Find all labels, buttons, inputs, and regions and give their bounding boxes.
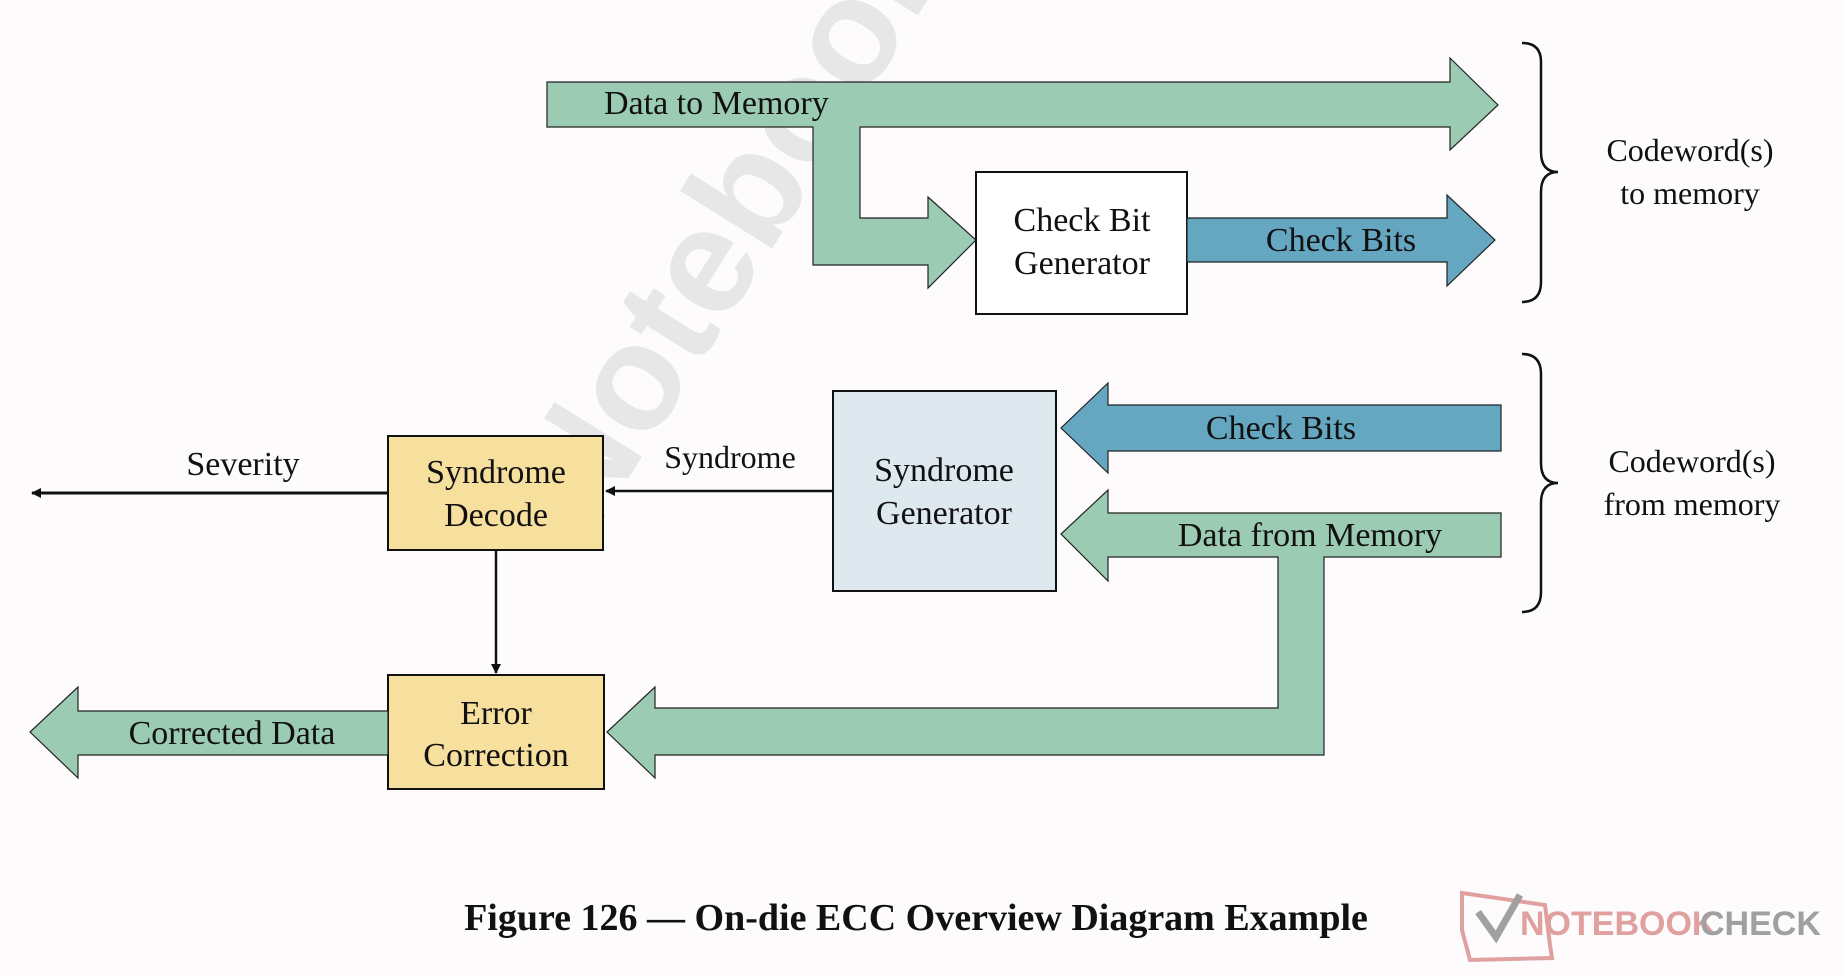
- syndrome-generator-label-2: Generator: [876, 495, 1013, 532]
- data-to-memory-arrow: [546, 56, 1499, 290]
- syndrome-generator-label-1: Syndrome: [874, 452, 1014, 489]
- codewords-from-memory-label-2: from memory: [1604, 486, 1781, 522]
- error-correction-box: [387, 674, 605, 790]
- syndrome-generator-box: [832, 390, 1057, 592]
- check-bit-generator-label-2: Generator: [1014, 245, 1151, 282]
- check-bit-generator-box: [975, 171, 1188, 315]
- laptop-icon: [1460, 890, 1555, 963]
- severity-label: Severity: [186, 446, 299, 483]
- codewords-from-memory-label-1: Codeword(s): [1608, 443, 1775, 479]
- data-from-memory-arrow: [606, 488, 1502, 780]
- corrected-data-label: Corrected Data: [129, 715, 336, 752]
- codewords-to-memory-label-2: to memory: [1620, 175, 1760, 211]
- brace-from-memory: [1521, 352, 1559, 614]
- logo-text-notebook: NOTEBOOK: [1520, 905, 1717, 943]
- error-correction-label-2: Correction: [423, 737, 568, 774]
- syndrome-decode-label-2: Decode: [444, 497, 548, 534]
- check-bits-out-arrow: [1186, 193, 1496, 288]
- check-bits-in-arrow: [1060, 381, 1502, 475]
- notebookcheck-logo: NOTEBOOK CHECK: [1460, 890, 1821, 963]
- checkmark-icon: [1475, 893, 1524, 944]
- data-from-memory-label: Data from Memory: [1178, 517, 1442, 554]
- check-bits-out-label: Check Bits: [1266, 222, 1416, 259]
- figure-caption: Figure 126 — On-die ECC Overview Diagram…: [464, 897, 1368, 939]
- corrected-data-arrow: [29, 685, 389, 780]
- logo-text-check: CHECK: [1700, 905, 1821, 943]
- syndrome-label: Syndrome: [664, 439, 796, 475]
- error-correction-label-1: Error: [460, 695, 532, 732]
- check-bits-in-label: Check Bits: [1206, 410, 1356, 447]
- syndrome-decode-label-1: Syndrome: [426, 454, 566, 491]
- syndrome-decode-box: [387, 435, 604, 551]
- codewords-to-memory-label-1: Codeword(s): [1606, 132, 1773, 168]
- brace-to-memory: [1521, 41, 1559, 304]
- data-to-memory-label: Data to Memory: [604, 85, 829, 122]
- check-bit-generator-label-1: Check Bit: [1014, 202, 1151, 239]
